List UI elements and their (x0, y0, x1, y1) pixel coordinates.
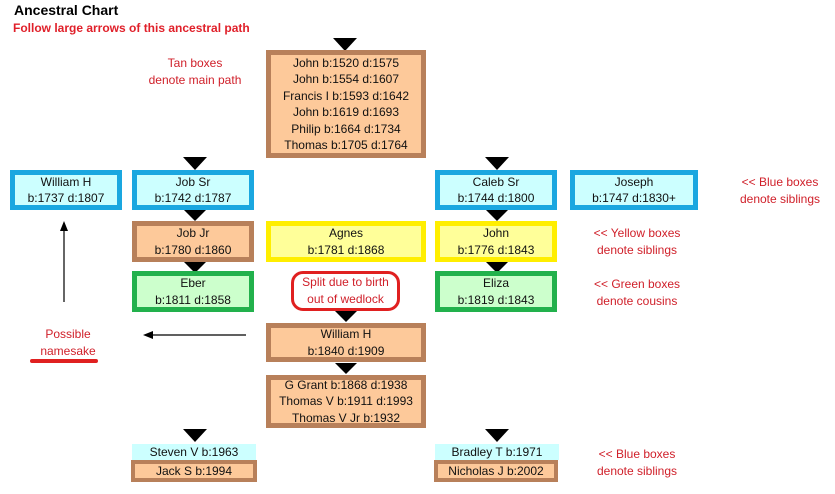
arrow-down-icon (485, 429, 509, 442)
page-title: Ancestral Chart (14, 2, 119, 18)
arrow-down-icon (184, 262, 206, 273)
namesake-underline (30, 359, 98, 363)
arrow-down-icon (485, 157, 509, 170)
arrow-down-icon (183, 429, 207, 442)
arrow-down-icon (333, 38, 357, 51)
person-jack-s: Jack S b:1994 (131, 460, 257, 482)
person-nicholas-j: Nicholas J b:2002 (434, 460, 558, 482)
person-entry: John b:1619 d:1693 (292, 105, 400, 119)
arrow-down-icon (335, 311, 357, 322)
person-steven-v: Steven V b:1963 (132, 444, 256, 460)
arrow-down-icon (486, 210, 508, 221)
person-bradley-t: Bradley T b:1971 (435, 444, 559, 460)
arrow-up-icon (60, 221, 68, 302)
arrow-left-icon (143, 331, 246, 339)
arrow-down-icon (184, 210, 206, 221)
person-entry: Philip b:1664 d:1734 (291, 121, 401, 136)
arrow-down-icon (486, 262, 508, 273)
person-entry: John b:1520 d:1575 (292, 55, 400, 70)
arrow-down-icon (335, 363, 357, 374)
person-entry: John b:1554 d:1607 (292, 72, 400, 86)
arrow-down-icon (183, 157, 207, 170)
person-entry: Thomas b:1705 d:1764 (284, 138, 408, 152)
main-path-box-early: John b:1520 d:1575 John b:1554 d:1607 Fr… (266, 50, 426, 158)
person-entry: Francis I b:1593 d:1642 (282, 88, 410, 103)
page-subtitle: Follow large arrows of this ancestral pa… (13, 21, 250, 35)
